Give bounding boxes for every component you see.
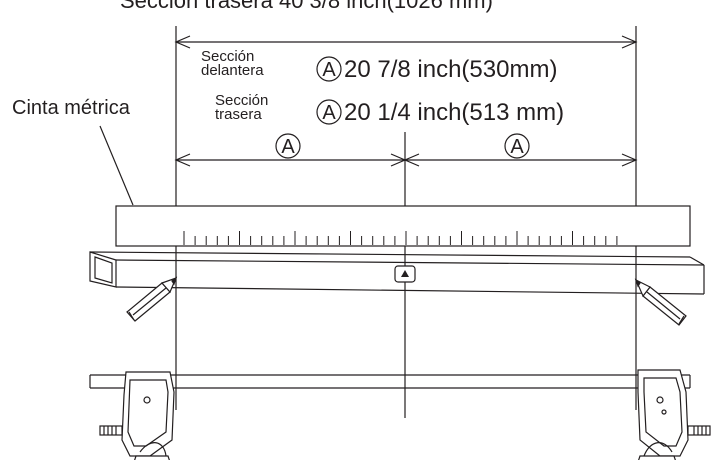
circle-a-front-letter: A (322, 59, 336, 81)
tape-measure-label: Cinta métrica (12, 97, 130, 119)
overall-dimension-line (174, 35, 638, 49)
front-section-label-line1: Sección (201, 48, 255, 65)
center-mark (394, 265, 416, 283)
circle-a-left-letter: A (281, 136, 295, 158)
half-dimension-line (174, 153, 638, 167)
rear-section-total-title: Sección trasera 40 3/8 inch(1026 mm) (120, 0, 493, 13)
measuring-tape (115, 205, 691, 247)
circle-a-front-icon (316, 56, 342, 82)
right-pencil-icon (634, 278, 687, 326)
circle-a-left-icon (275, 133, 301, 159)
lower-bar (89, 374, 691, 389)
tape-leader-line (99, 125, 134, 206)
tape-ticks (183, 231, 618, 245)
left-pencil-icon (126, 276, 178, 322)
right-foot-bracket (637, 369, 711, 463)
left-foot-bracket (99, 371, 175, 463)
rear-section-value: 20 1/4 inch(513 mm) (344, 99, 565, 126)
circle-a-rear-letter: A (322, 102, 336, 124)
rear-section-label-line1: Sección (215, 92, 269, 109)
circle-a-rear-icon (316, 99, 342, 125)
rear-section-label-line2: trasera (215, 106, 262, 123)
front-section-value: 20 7/8 inch(530mm) (344, 56, 558, 83)
circle-a-right-letter: A (510, 136, 524, 158)
circle-a-right-icon (504, 133, 530, 159)
roof-bar (89, 251, 705, 295)
front-section-label-line2: delantera (201, 62, 264, 79)
